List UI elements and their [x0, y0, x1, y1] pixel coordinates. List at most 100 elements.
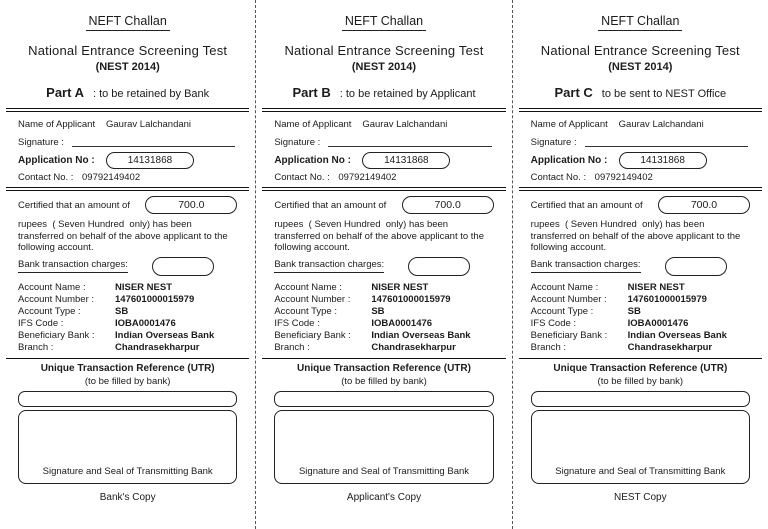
amount-in-words: rupees ( Seven Hundred only) has been tr… — [530, 219, 743, 253]
bank-charges-box — [151, 256, 214, 276]
application-no-row: Application No : 14131868 — [531, 152, 750, 169]
applicant-name-row: Name of Applicant Gaurav Lalchandani — [531, 119, 750, 130]
account-row: Account Name : NISER NEST — [18, 282, 237, 294]
account-row-value: IOBA0001476 — [627, 318, 689, 329]
challan-title: NEFT Challan — [85, 14, 170, 31]
exam-edition: (NEST 2014) — [351, 61, 417, 73]
application-no-label: Application No : — [18, 155, 95, 166]
amount-in-words: rupees ( Seven Hundred only) has been tr… — [274, 219, 487, 253]
separator-single — [262, 357, 506, 359]
application-no-label: Application No : — [530, 155, 608, 166]
account-row-value: 147601000015979 — [115, 294, 195, 305]
copy-label: NEST Copy — [614, 491, 667, 503]
contact-no-value: 09792149402 — [338, 172, 397, 183]
account-row: Beneficiary Bank :Indian Overseas Bank — [274, 330, 493, 342]
signature-row: Signature : — [531, 137, 750, 148]
signature-row: Signature : — [18, 137, 237, 148]
separator-single — [6, 357, 250, 359]
application-no-box: 14131868 — [618, 152, 707, 169]
utr-input-box — [18, 390, 238, 407]
account-row-value: IOBA0001476 — [115, 318, 176, 329]
account-row-label: Account Type : — [530, 306, 594, 317]
account-row-label: Account Name : — [274, 282, 342, 293]
application-no-box: 14131868 — [362, 152, 451, 169]
part-description: to be sent to NEST Office — [601, 88, 727, 100]
bank-charges-label: Bank transaction charges: — [18, 259, 128, 273]
account-row-value: Chandrasekharpur — [627, 342, 713, 353]
account-row: Account Number :147601000015979 — [274, 294, 493, 306]
payment-section: Certified that an amount of 700.0 rupees… — [519, 196, 762, 354]
account-row-value: SB — [371, 306, 385, 317]
challan-title: NEFT Challan — [341, 14, 427, 31]
amount-box: 700.0 — [401, 196, 494, 214]
account-row-label: IFS Code : — [274, 318, 320, 329]
bank-charges-label: Bank transaction charges: — [530, 259, 641, 273]
seal-box: Signature and Seal of Transmitting Bank — [18, 409, 238, 484]
account-row-value: 147601000015979 — [627, 294, 707, 305]
account-row-value: NISER NEST — [115, 282, 173, 293]
seal-box-label: Signature and Seal of Transmitting Bank — [42, 465, 213, 477]
certified-amount-label: Certified that an amount of — [18, 199, 130, 211]
account-row-value: SB — [627, 306, 641, 317]
part-label: Part C — [554, 85, 593, 100]
account-row-value: Indian Overseas Bank — [371, 330, 471, 341]
amount-value: 700.0 — [434, 199, 461, 211]
account-row-value: SB — [115, 306, 129, 317]
account-row: IFS Code : IOBA0001476 — [531, 318, 750, 330]
bank-charges-row: Bank transaction charges: — [530, 256, 750, 276]
utr-note: (to be filled by bank) — [597, 375, 684, 387]
signature-line — [584, 146, 748, 147]
seal-box: Signature and Seal of Transmitting Bank — [274, 409, 494, 484]
part-header: NEFT Challan National Entrance Screening… — [6, 12, 249, 100]
bank-charges-row: Bank transaction charges: — [274, 256, 493, 276]
account-row-value: Chandrasekharpur — [371, 342, 456, 353]
account-row: Account Name : NISER NEST — [274, 282, 493, 294]
account-row-label: Account Number : — [274, 294, 351, 305]
utr-title: Unique Transaction Reference (UTR) — [297, 362, 471, 374]
contact-no-value: 09792149402 — [82, 172, 141, 183]
account-row-label: Branch : — [274, 342, 310, 353]
contact-no-value: 09792149402 — [594, 172, 653, 183]
signature-line — [328, 146, 492, 147]
challan-part-b: NEFT Challan National Entrance Screening… — [255, 0, 511, 529]
contact-no-label: Contact No. : — [530, 172, 587, 183]
payment-section: Certified that an amount of 700.0 rupees… — [262, 196, 505, 354]
signature-label: Signature : — [530, 137, 577, 148]
part-header: NEFT Challan National Entrance Screening… — [519, 12, 762, 100]
applicant-name-label: Name of Applicant — [18, 119, 96, 130]
part-heading: Part B: to be retained by Applicant — [262, 85, 505, 100]
account-row-label: Account Name : — [530, 282, 599, 293]
account-row-label: IFS Code : — [530, 318, 577, 329]
applicant-name-value: Gaurav Lalchandani — [362, 119, 448, 130]
challan-part-c: NEFT Challan National Entrance Screening… — [511, 0, 768, 529]
account-row: IFS Code :IOBA0001476 — [274, 318, 493, 330]
amount-in-words: rupees ( Seven Hundred only) has been tr… — [18, 219, 231, 253]
account-row-label: Account Number : — [530, 294, 607, 305]
signature-label: Signature : — [274, 137, 321, 148]
account-row-value: Chandrasekharpur — [115, 342, 200, 353]
certified-amount-row: Certified that an amount of 700.0 — [274, 196, 494, 214]
applicant-name-value: Gaurav Lalchandani — [618, 119, 704, 130]
separator-double — [6, 187, 250, 191]
account-row: Account Number :147601000015979 — [18, 294, 237, 306]
utr-title: Unique Transaction Reference (UTR) — [553, 362, 728, 374]
account-row-value: NISER NEST — [627, 282, 685, 293]
account-row: Beneficiary Bank :Indian Overseas Bank — [18, 330, 237, 342]
application-no-value: 14131868 — [384, 155, 429, 166]
account-details: Account Name : NISER NEST Account Number … — [18, 282, 237, 354]
account-row-label: Account Type : — [18, 306, 81, 317]
part-header: NEFT Challan National Entrance Screening… — [262, 12, 505, 100]
account-row-value: NISER NEST — [371, 282, 429, 293]
account-row: IFS Code : IOBA0001476 — [18, 318, 237, 330]
org-name: National Entrance Screening Test — [284, 43, 484, 58]
certified-amount-label: Certified that an amount of — [274, 199, 387, 211]
seal-box-label: Signature and Seal of Transmitting Bank — [298, 465, 470, 477]
account-row: Branch :Chandrasekharpur — [531, 342, 750, 354]
part-description: : to be retained by Bank — [92, 88, 210, 100]
account-row-label: Account Name : — [18, 282, 86, 293]
title-row: NEFT Challan — [262, 12, 505, 31]
amount-value: 700.0 — [178, 199, 205, 211]
certified-amount-row: Certified that an amount of 700.0 — [531, 196, 750, 214]
account-row: Account Number : 147601000015979 — [531, 294, 750, 306]
account-row-label: IFS Code : — [18, 318, 64, 329]
